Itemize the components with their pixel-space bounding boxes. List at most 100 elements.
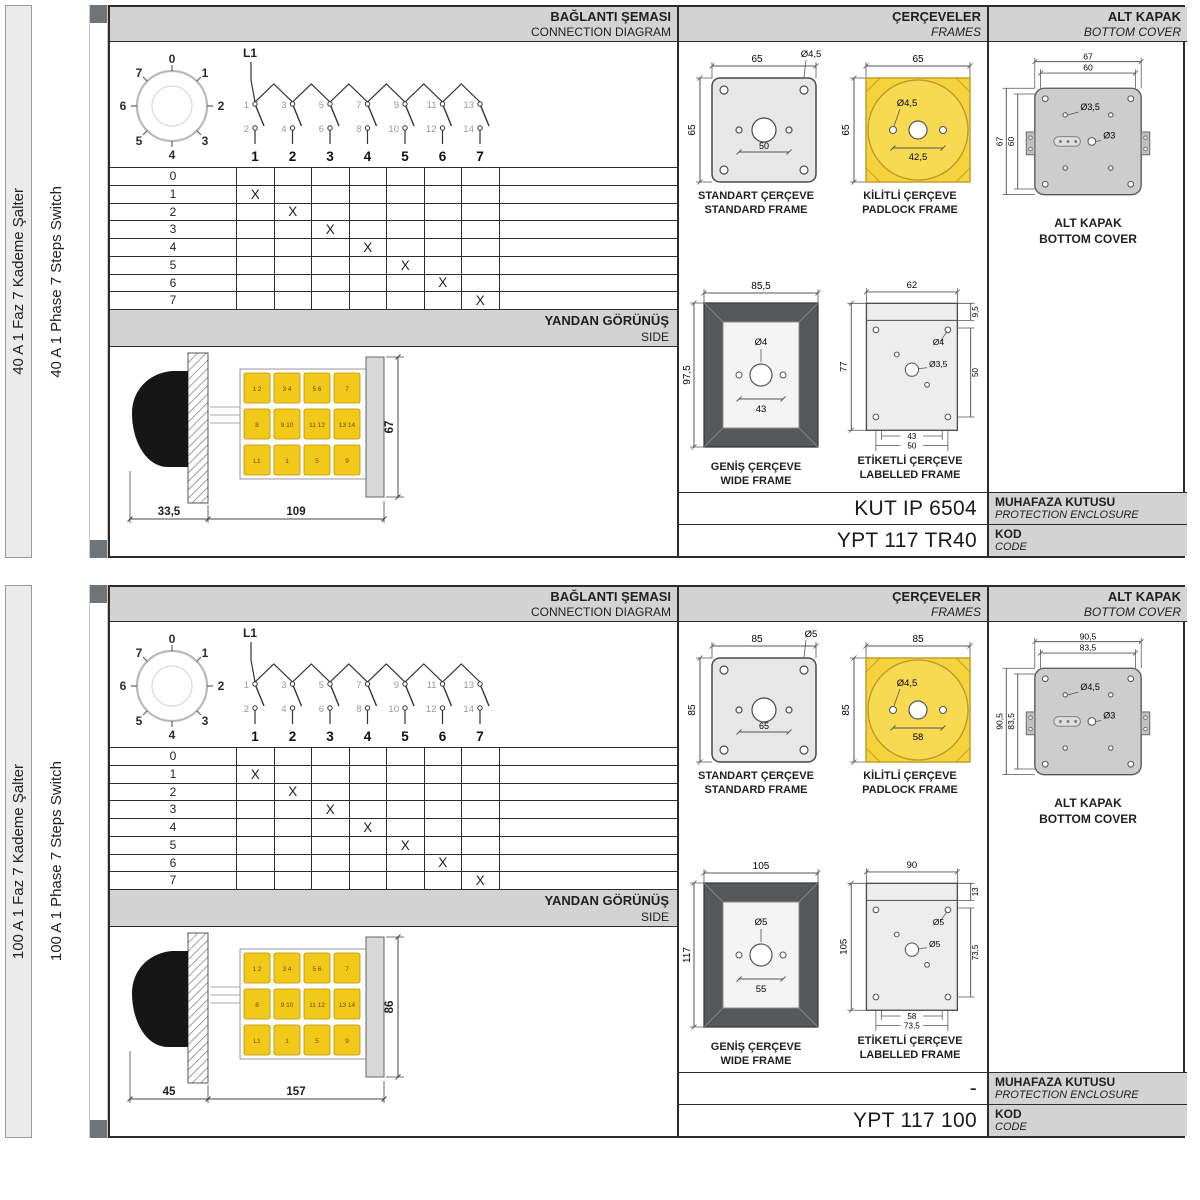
dial-position-1: 1 (202, 646, 209, 660)
side-view-title: YANDAN GÖRÜNÜŞ (544, 893, 669, 908)
contact-cell (461, 765, 499, 783)
switch-handle (132, 951, 188, 1047)
contact-blocks (243, 952, 361, 1056)
standard-frame-cell: 65 Ø4,5 65 50 STANDART ÇERÇEVE STANDARD … (679, 42, 833, 269)
wide-frame-drawing: 85,5 97,5 Ø4 43 (682, 281, 821, 450)
contact-number: 2 (244, 704, 249, 715)
contact-cell (348, 854, 387, 872)
dim-inner: 55 (756, 984, 767, 995)
contact-number: 1 (244, 680, 249, 691)
contact-cell (236, 819, 274, 836)
contact-cell (461, 801, 499, 818)
dim-lines (847, 288, 975, 452)
contact-cell (386, 221, 424, 238)
contact-number: 14 (463, 124, 474, 135)
padlock-frame-cell: 85 85 Ø4,5 58 KİLİTLİ ÇERÇEVE PADLOCK FR… (833, 622, 987, 849)
dim-width: 90 (907, 860, 918, 871)
bottom-cover-drawing: 90,5 83,5 90,5 83,5 Ø4,5 Ø3 (995, 631, 1151, 776)
contact-cell: X (348, 239, 387, 256)
table-filler (498, 168, 678, 185)
connection-column: BAĞLANTI ŞEMASI CONNECTION DIAGRAM 0 1 2… (110, 7, 677, 556)
code-label-tr: KOD (995, 1106, 1022, 1121)
connection-header: BAĞLANTI ŞEMASI CONNECTION DIAGRAM (110, 587, 677, 622)
x-mark: X (475, 873, 485, 889)
table-filler (498, 292, 678, 309)
terminal-micro-label: 13 14 (339, 422, 356, 429)
contact-cell (236, 801, 274, 818)
bottom-cover-body: 67 60 67 60 Ø3,5 Ø3 ALT KAPAK BOTTOM COV… (989, 42, 1187, 496)
position-label: 0 (169, 749, 177, 763)
binder-column (89, 5, 108, 558)
contact-cell (423, 221, 462, 238)
contact-cell (348, 872, 387, 889)
labelled-frame-cell: 62 77 9,5 50 Ø4 Ø3,5 43 50 ETİKETLİ ÇERÇ… (833, 269, 987, 496)
terminal-number: 3 (326, 149, 334, 164)
product-name-tr-text: 100 A 1 Faz 7 Kademe Şalter (10, 763, 27, 960)
terminal-micro-label: 1 2 (252, 386, 261, 393)
contact-cell (236, 221, 274, 238)
dial-position-1: 1 (202, 66, 209, 80)
contact-cell (273, 168, 312, 185)
labelled-frame-caption: ETİKETLİ ÇERÇEVE LABELLED FRAME (833, 1034, 987, 1063)
position-label: 1 (169, 766, 177, 781)
dim-lines (1002, 57, 1144, 196)
product-code-text: YPT 117 TR40 (836, 528, 977, 552)
standard-frame-caption: STANDART ÇERÇEVE STANDARD FRAME (679, 189, 833, 218)
position-label: 5 (169, 257, 177, 272)
contact-number: 11 (427, 680, 437, 691)
contact-cell (386, 274, 424, 292)
frames-subtitle: FRAMES (930, 25, 981, 40)
dim-hole2: Ø3 (1103, 131, 1115, 141)
dim-width: 85 (751, 634, 763, 645)
caption-tr: ETİKETLİ ÇERÇEVE (857, 1035, 963, 1047)
dial-position-7: 7 (136, 66, 143, 80)
contact-number: 12 (426, 704, 437, 715)
contact-cell: X (461, 292, 499, 309)
dial-position-3: 3 (202, 134, 209, 148)
contact-cell (311, 783, 349, 801)
shaft-lines (210, 406, 240, 424)
contact-cell (273, 765, 312, 783)
terminal-micro-label: 13 14 (339, 1002, 356, 1009)
code-label: KOD CODE (989, 524, 1187, 556)
contact-cell (311, 748, 349, 765)
product-name-en-text: 40 A 1 Phase 7 Steps Switch (48, 185, 65, 378)
dimension-label-length: 157 (286, 1086, 305, 1098)
position-label: 6 (169, 855, 177, 870)
terminal-number: 2 (289, 729, 297, 744)
enclosure-label: MUHAFAZA KUTUSU PROTECTION ENCLOSURE (989, 1072, 1187, 1104)
dim-bottom1: 58 (907, 1012, 916, 1021)
contact-cell (348, 783, 387, 801)
caption-en: PADLOCK FRAME (862, 204, 958, 217)
contact-number: 13 (463, 100, 474, 111)
position-label: 7 (169, 873, 177, 888)
table-filler (498, 239, 678, 256)
dim-inner-height: 60 (1006, 136, 1016, 146)
terminal-micro-label: 8 (255, 1002, 259, 1009)
contact-cell (348, 765, 387, 783)
wide-frame-cell: 85,5 97,5 Ø4 43 GENİŞ ÇERÇEVE WIDE FRAME (679, 269, 833, 496)
table-row: 6 X (110, 274, 677, 293)
dim-inner: 58 (913, 732, 924, 743)
contact-number: 8 (356, 124, 361, 135)
product-name-en-text: 100 A 1 Phase 7 Steps Switch (48, 761, 65, 962)
frames-footer: - YPT 117 100 (679, 1072, 987, 1136)
dial-position-4: 4 (169, 728, 176, 742)
wide-frame-caption: GENİŞ ÇERÇEVE WIDE FRAME (679, 460, 833, 489)
contact-cell (311, 872, 349, 889)
caption-tr: STANDART ÇERÇEVE (698, 190, 814, 202)
dimension-label-depth: 33,5 (158, 506, 181, 518)
contact-cell (273, 256, 312, 274)
cover-footer: MUHAFAZA KUTUSU PROTECTION ENCLOSURE KOD… (989, 1072, 1187, 1136)
contact-cell (311, 168, 349, 185)
product-code-text: YPT 117 100 (853, 1108, 977, 1132)
product-block-40a: 40 A 1 Faz 7 Kademe Şalter 40 A 1 Phase … (5, 5, 1187, 558)
x-mark: X (363, 239, 373, 255)
table-row: 4 X (110, 239, 677, 257)
table-row: 2 X (110, 783, 677, 802)
contact-number: 9 (394, 680, 399, 691)
contact-cell (386, 765, 424, 783)
contact-cell (311, 765, 349, 783)
contact-cell (461, 239, 499, 256)
enclosure-value: - (679, 1072, 987, 1104)
